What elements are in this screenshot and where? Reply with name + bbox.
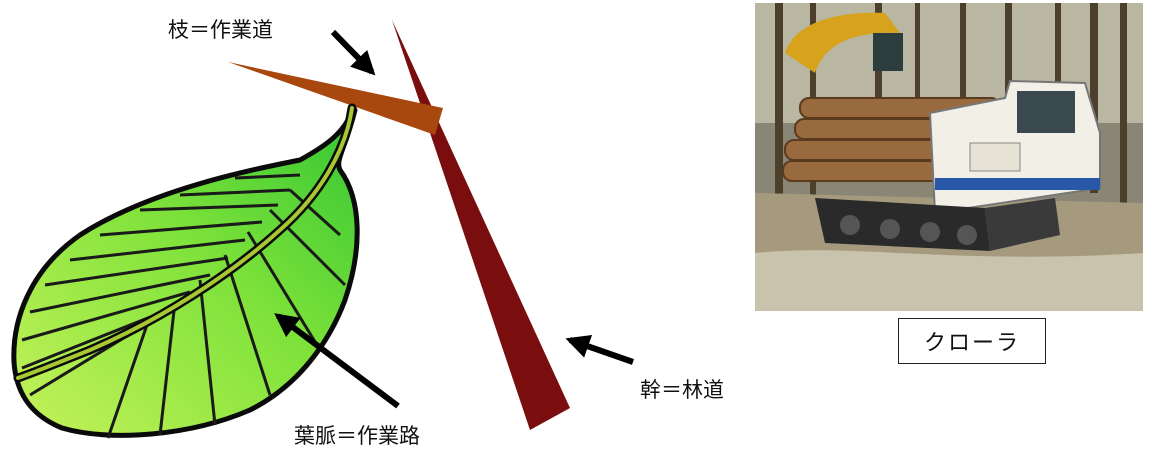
vein-label: 葉脈＝作業路 <box>294 424 420 448</box>
trunk-label: 幹＝林道 <box>640 378 724 402</box>
arrow-to-branch <box>330 29 376 76</box>
trunk-shape <box>392 20 570 430</box>
arrow-to-vein <box>274 313 400 409</box>
branch-label: 枝＝作業道 <box>168 18 273 42</box>
leaf <box>11 103 360 439</box>
branch-shape <box>228 62 443 135</box>
arrow-to-trunk <box>565 335 634 365</box>
photo-caption: クローラ <box>898 318 1046 364</box>
crawler-photo <box>755 3 1143 311</box>
forest-road-diagram <box>11 20 634 439</box>
